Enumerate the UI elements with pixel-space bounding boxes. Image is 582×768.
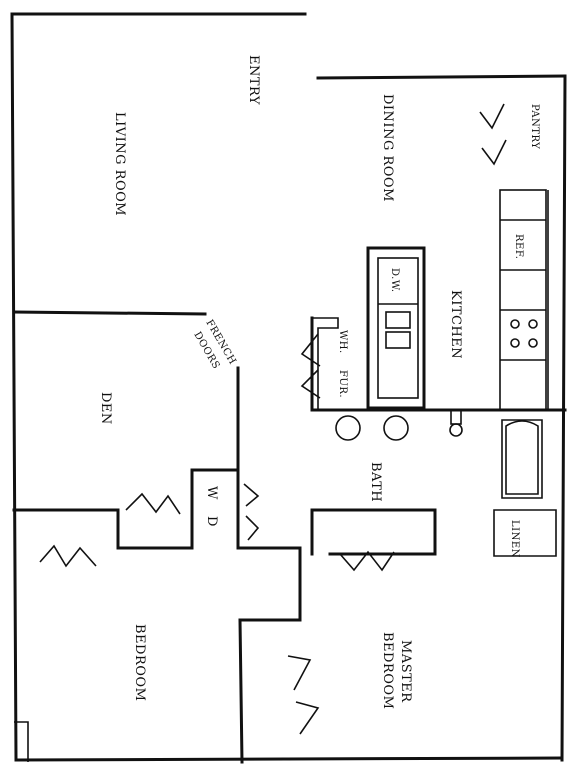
door-swings (39, 103, 507, 735)
linen-label: LINEN (509, 520, 520, 558)
toilet-tank (450, 409, 462, 425)
east-wall (560, 74, 567, 762)
stove-burner (510, 319, 520, 329)
closet-door-icon (125, 492, 181, 515)
utility-top (312, 317, 339, 410)
dining-room-label: DINING ROOM (380, 94, 395, 202)
bath-sink (335, 415, 361, 441)
closet-wall (238, 546, 302, 622)
stove-burner (528, 338, 538, 348)
labels: ENTRY LIVING ROOM DINING ROOM PANTRY KIT… (98, 55, 540, 709)
toilet-icon (449, 423, 463, 437)
bedroom-label: BEDROOM (132, 624, 147, 701)
laundry-door-icon (243, 483, 260, 507)
den-label: DEN (98, 392, 113, 425)
island-outline (366, 246, 426, 410)
laundry-wall (236, 468, 262, 550)
stove-burner (528, 319, 538, 329)
pantry-door-icon (479, 103, 505, 130)
pantry-label: PANTRY (529, 104, 540, 149)
living-room-label: LIVING ROOM (112, 112, 127, 216)
kitchen-island (366, 246, 426, 410)
pantry-door-icon (481, 139, 507, 166)
island-inner (377, 257, 419, 399)
sink-basin (385, 331, 411, 349)
refrigerator-label: REF. (513, 234, 524, 259)
laundry-door-icon (245, 515, 260, 541)
utility-door-icon (300, 369, 321, 399)
bedroom-divider-wall (238, 618, 244, 764)
bath-sink (383, 415, 409, 441)
west-wall (10, 12, 18, 762)
master-door-icon (295, 701, 320, 735)
washer-label: W (204, 486, 219, 500)
stove-burner (510, 338, 520, 348)
corner-mark (14, 721, 29, 762)
kitchen-label: KITCHEN (448, 290, 463, 359)
master-bedroom-label-line1: MASTER (398, 640, 413, 703)
dryer-label: D (204, 516, 219, 527)
walls (10, 12, 567, 764)
linen-closet (493, 509, 557, 557)
bedroom-closet-door-icon (39, 544, 97, 568)
cabinet-run (499, 189, 547, 411)
dishwasher-label: D.W. (389, 268, 400, 293)
sink-basin (385, 311, 411, 329)
bath-vanity-wall (310, 508, 437, 556)
master-door-icon (287, 655, 312, 691)
top-wall-east (316, 74, 567, 80)
bathtub (501, 419, 543, 499)
entry-label: ENTRY (246, 55, 261, 105)
bath-fixtures (335, 409, 543, 499)
den-bedroom-wall (12, 468, 240, 550)
bath-label: BATH (368, 462, 383, 502)
water-heater-label: WH. (337, 330, 348, 354)
bathtub-inner (505, 420, 539, 495)
scan-marks (14, 721, 29, 762)
utility-door-icon (300, 333, 321, 367)
vanity-door-icon (339, 550, 395, 572)
living-den-wall (12, 310, 207, 316)
bottom-wall (14, 756, 564, 762)
kitchen-cabinets (499, 189, 549, 411)
master-bedroom-label-line2: BEDROOM (380, 632, 395, 709)
furnace-label: FUR. (337, 370, 348, 398)
